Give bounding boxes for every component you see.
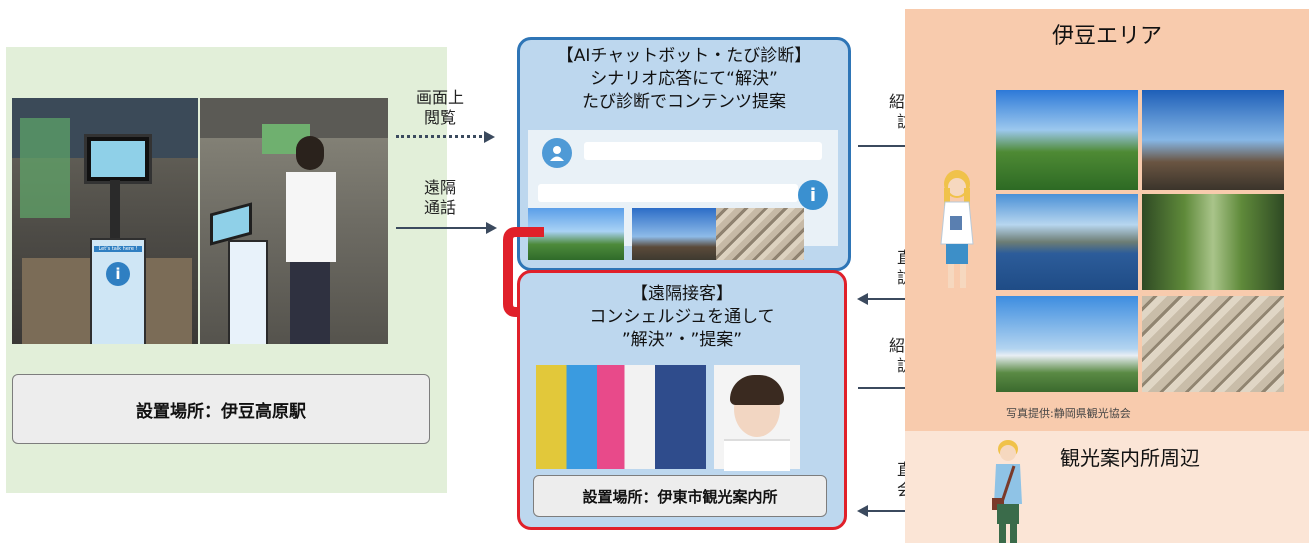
screen-view-arrowhead	[484, 131, 495, 143]
nearby-area-title: 観光案内所周辺	[1060, 446, 1200, 470]
info-icon: i	[106, 262, 130, 286]
harbor-photo	[996, 194, 1138, 290]
screen-view-line1: 画面上	[415, 88, 464, 107]
remote-title-line3: ”解決”・”提案”	[621, 330, 743, 350]
monument-photo	[1142, 90, 1284, 190]
mountain-photo	[996, 90, 1138, 190]
kiosk-screen	[84, 134, 152, 184]
nearby-area-panel	[905, 431, 1309, 543]
screen-view-label: 画面上 閲覧	[410, 88, 470, 128]
remote-call-line2: 通話	[423, 198, 456, 217]
kiosk-photo: i Let's talk here !	[12, 98, 198, 344]
ai-title-line3: たび診断でコンテンツ提案	[582, 92, 786, 112]
ai-box-title: 【AIチャットボット・たび診断】 シナリオ応答にて“解決” たび診断でコンテンツ…	[520, 45, 848, 114]
suspension-bridge-photo	[996, 296, 1138, 392]
direct-visit-arrowhead	[857, 293, 868, 305]
direct-talk-arrowhead	[857, 505, 868, 517]
izu-area-title: 伊豆エリア	[1051, 24, 1162, 49]
kiosk-banner: Let's talk here !	[94, 246, 142, 252]
dried-fish-thumb	[716, 208, 804, 260]
user-avatar-icon	[542, 138, 572, 168]
station-location-label: 設置場所：伊豆高原駅	[12, 374, 430, 444]
screen-view-line2: 閲覧	[423, 108, 456, 127]
remote-title-line1: 【遠隔接客】	[631, 284, 733, 304]
bamboo-path-photo	[1142, 194, 1284, 290]
user-photo	[200, 98, 388, 344]
chat-bubble-user	[584, 142, 822, 160]
tourist-woman-icon	[935, 170, 979, 290]
ai-title-line2: シナリオ応答にて“解決”	[590, 69, 778, 89]
remote-box-title: 【遠隔接客】 コンシェルジュを通して ”解決”・”提案”	[520, 283, 844, 352]
remote-call-arrow	[396, 227, 486, 229]
kiosk-stand: i Let's talk here !	[90, 238, 146, 344]
tourist-office-photo	[536, 365, 706, 469]
operator-photo	[714, 365, 800, 471]
remote-title-line2: コンシェルジュを通して	[589, 307, 775, 327]
ai-chatbot-box: 【AIチャットボット・たび診断】 シナリオ応答にて“解決” たび診断でコンテンツ…	[517, 37, 851, 271]
photo-credit: 写真提供:静岡県観光協会	[1006, 407, 1131, 420]
monument-thumb	[632, 208, 720, 260]
remote-call-line1: 遠隔	[423, 178, 456, 197]
dried-fish-photo	[1142, 296, 1284, 392]
chat-bubble-bot	[538, 184, 798, 202]
info-icon: i	[798, 180, 828, 210]
screen-view-dotted-arrow	[396, 135, 482, 138]
box-connector	[503, 227, 544, 317]
tourist-man-icon	[988, 438, 1028, 543]
ai-title-line1: 【AIチャットボット・たび診断】	[556, 46, 812, 66]
chatbot-screenshot: i	[528, 130, 838, 246]
remote-call-label: 遠隔 通話	[410, 178, 470, 218]
office-location-label: 設置場所：伊東市観光案内所	[533, 475, 827, 517]
remote-call-arrowhead	[486, 222, 497, 234]
